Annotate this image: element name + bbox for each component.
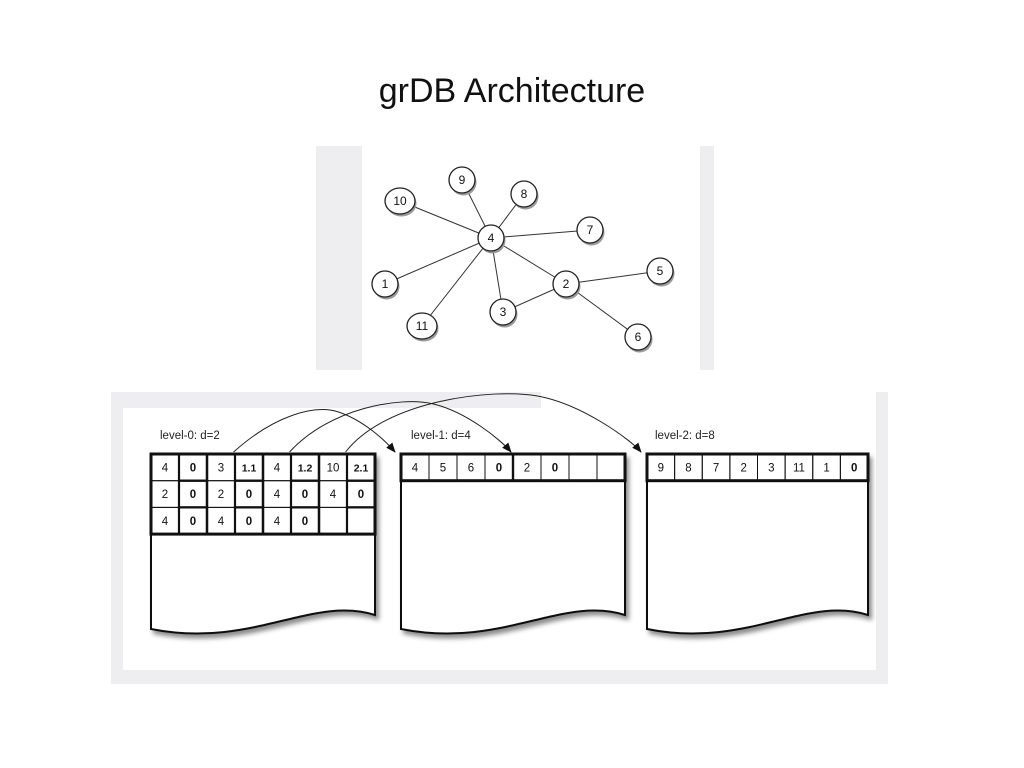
graph-node-1: 1	[371, 270, 400, 300]
level-2-cell-value: 7	[713, 462, 719, 474]
level-0-cell-value: 0	[190, 489, 196, 501]
graph-node-label: 8	[521, 187, 528, 201]
graph-node-circle	[406, 312, 438, 340]
level-0-cell-value: 4	[274, 516, 281, 528]
graph-edge-4-1	[384, 237, 492, 285]
level-2-cell-value: 2	[740, 462, 746, 474]
level-0-cell-value: 0	[190, 516, 196, 528]
graph-node-5: 5	[646, 257, 675, 287]
level-0-cell-value: 0	[246, 516, 252, 528]
graph-node-11: 11	[406, 312, 439, 342]
graph-node-label: 4	[488, 231, 495, 245]
level-2-cell-value: 1	[823, 462, 829, 474]
graph-node-circle	[489, 298, 517, 326]
graph-node-circle	[448, 166, 476, 194]
pointer-arrow-0	[233, 409, 396, 453]
graph-node-label: 2	[563, 277, 570, 291]
level-1-cell-value: 0	[552, 462, 558, 474]
graph-edge-2-5	[565, 270, 661, 285]
level-0-cell-value: 4	[274, 489, 281, 501]
level-1-cell-value: 0	[496, 462, 502, 474]
level-1-page: level-1: d=4 4 5 6 0 2 0	[399, 430, 627, 635]
graph-panel: 9 8 10 7 4 1 2 5 3 11 6	[316, 146, 714, 370]
level-0-page: level-0: d=2 4 0 3 1.1 4 1.2 10 2.1 2 0 2 0 4 0 4 0 4 0 4 0 4…	[149, 430, 377, 635]
graph-node-circle	[510, 180, 538, 208]
level-1-cell-value: 2	[524, 462, 530, 474]
level-0-cell-value: 2	[218, 489, 224, 501]
level-0-cell-value: 2.1	[354, 462, 369, 474]
graph-node-2: 2	[552, 270, 581, 300]
level-0-cell-value: 4	[162, 462, 169, 474]
level-2-cell-value: 11	[793, 462, 805, 474]
graph-node-10: 10	[384, 187, 417, 217]
graph-diagram: 9 8 10 7 4 1 2 5 3 11 6	[316, 146, 714, 370]
graph-node-9: 9	[448, 166, 477, 196]
graph-edge-4-7	[490, 229, 591, 239]
graph-node-circle	[624, 323, 652, 351]
graph-node-circle	[552, 270, 580, 298]
graph-node-label: 1	[382, 277, 389, 291]
level-0-cell-value: 3	[218, 462, 224, 474]
level-2-cell-value: 8	[685, 462, 691, 474]
level-0-cell-value: 10	[327, 462, 340, 474]
level-0-cell-value: 4	[162, 516, 169, 528]
graph-node-label: 3	[500, 305, 507, 319]
graph-node-circle	[477, 224, 505, 252]
graph-node-circle	[646, 257, 674, 285]
graph-node-circle	[576, 216, 604, 244]
level-0-cell-value: 0	[358, 489, 364, 501]
graph-node-circle	[384, 187, 416, 215]
graph-node-4: 4	[477, 224, 506, 254]
level-0-cell-value: 2	[162, 489, 168, 501]
slide-title: grDB Architecture	[378, 72, 646, 110]
level-0-cell-value: 4	[274, 462, 281, 474]
level-2-label: level-2: d=8	[655, 430, 715, 442]
level-1-cell-value: 4	[412, 462, 419, 474]
pointer-arrow-1	[289, 401, 512, 453]
graph-node-circle	[371, 270, 399, 298]
graph-node-label: 11	[416, 319, 429, 333]
graph-node-6: 6	[624, 323, 653, 353]
level-2-cell	[839, 453, 869, 482]
graph-node-label: 9	[459, 173, 466, 187]
graph-node-7: 7	[576, 216, 605, 246]
level-1-label: level-1: d=4	[411, 430, 471, 442]
graph-node-label: 7	[587, 223, 594, 237]
level-2-cell-value: 0	[851, 462, 857, 474]
graph-node-label: 6	[635, 330, 642, 344]
graph-edge-4-11	[421, 237, 492, 327]
level-1-cell-value: 6	[468, 462, 474, 474]
level-1-cell	[596, 453, 626, 482]
level-0-cell-value: 0	[246, 489, 252, 501]
level-0-cell-value: 4	[330, 489, 337, 501]
level-0-cell-value: 0	[302, 516, 308, 528]
level-0-cell-value: 1.2	[298, 462, 313, 474]
level-0-cell-value: 4	[218, 516, 225, 528]
graph-node-3: 3	[489, 298, 518, 328]
level-2-page-sheet	[646, 453, 869, 635]
level-2-cell-value: 3	[768, 462, 774, 474]
level-1-cell-value: 5	[440, 462, 446, 474]
level-0-label: level-0: d=2	[160, 430, 220, 442]
level-2-cell-value: 9	[658, 462, 664, 474]
level-0-cell-value: 0	[190, 462, 196, 474]
level-0-cell-value: 0	[302, 489, 308, 501]
level-0-cell-value: 1.1	[242, 462, 257, 474]
graph-node-8: 8	[510, 180, 539, 210]
level-1-page-sheet	[400, 453, 626, 635]
pointer-arrow-2	[345, 393, 642, 453]
graph-node-label: 5	[657, 264, 664, 278]
graph-node-label: 10	[393, 194, 407, 208]
level-0-cell	[345, 506, 377, 536]
